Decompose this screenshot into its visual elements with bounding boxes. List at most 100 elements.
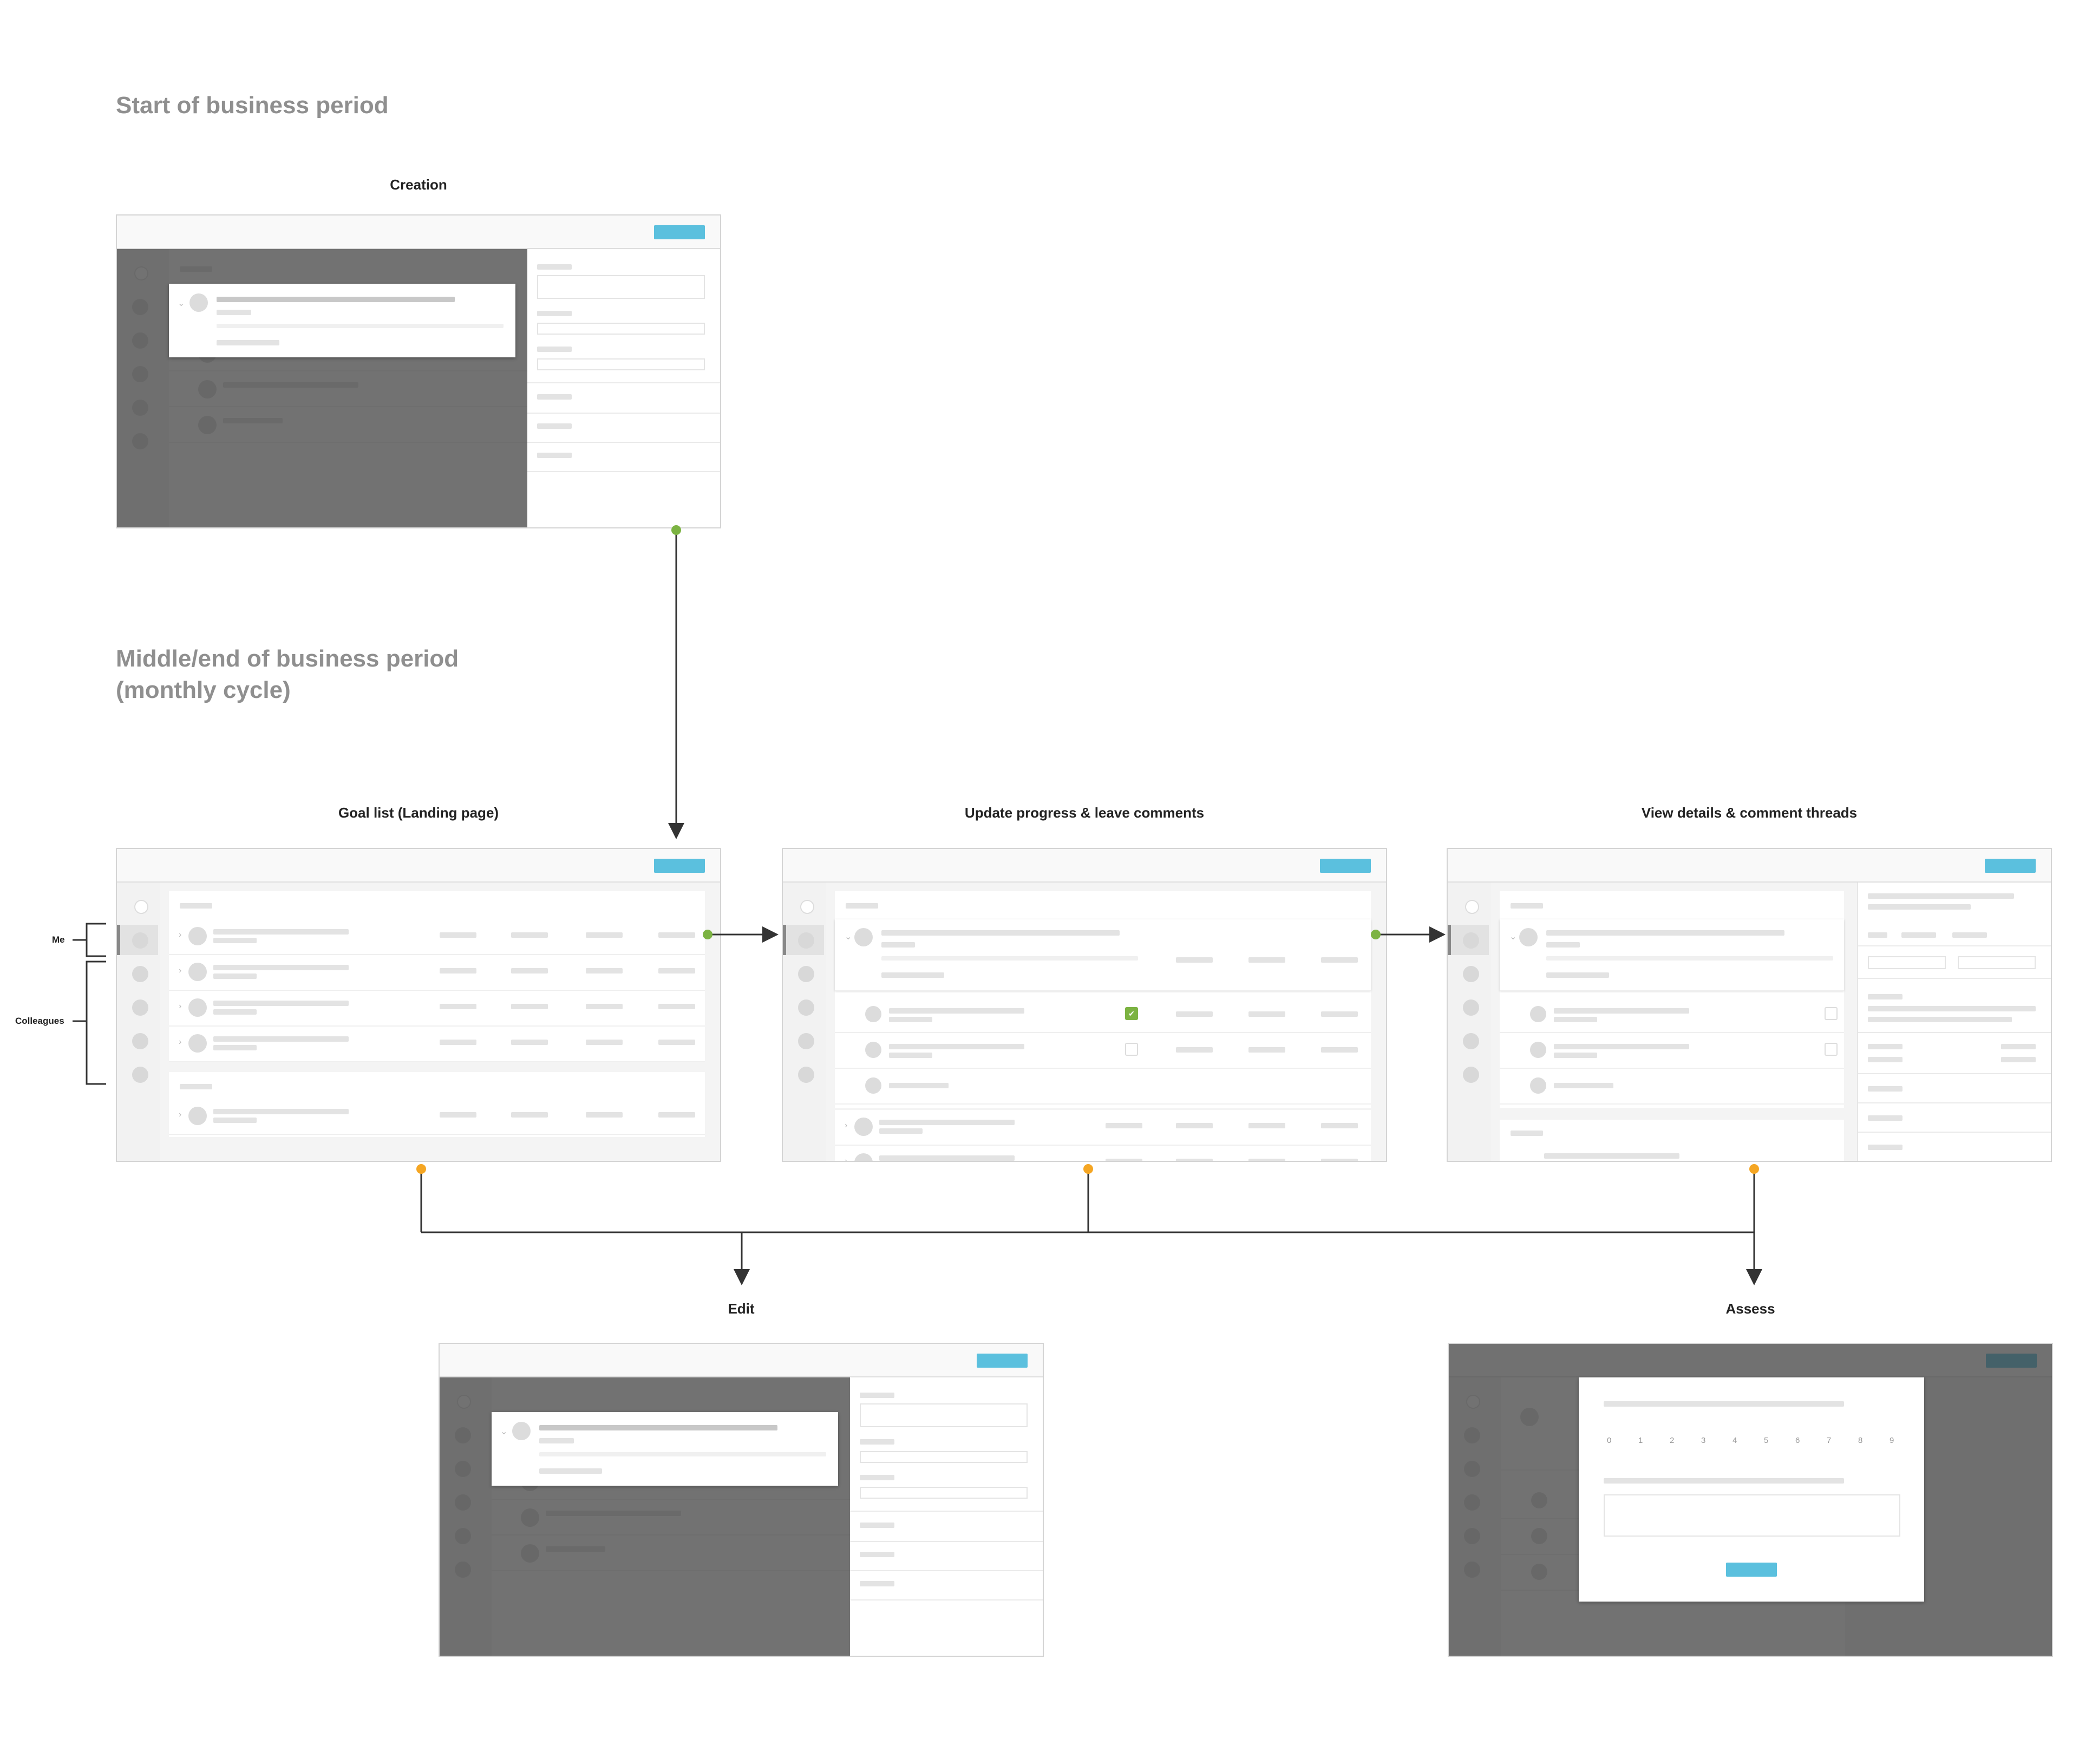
divider [527,413,720,414]
goal-row[interactable]: › [835,1146,1371,1161]
goal-row-expanded[interactable]: ⌄ [835,919,1371,991]
rating-option[interactable]: 2 [1670,1436,1675,1445]
nav-item[interactable] [132,999,148,1016]
bracket-me [73,923,106,957]
nav-item[interactable] [1463,932,1479,949]
detail-field[interactable] [1868,956,1946,969]
top-bar [783,849,1386,883]
rating-option[interactable]: 1 [1638,1436,1643,1445]
nav-item[interactable] [132,932,148,949]
rating-option[interactable]: 8 [1858,1436,1863,1445]
submit-button[interactable] [1726,1563,1777,1577]
primary-button[interactable] [654,859,705,873]
rating-option[interactable]: 5 [1764,1436,1769,1445]
col [658,932,695,938]
avatar [865,1077,881,1094]
goal-row[interactable]: › [169,955,705,991]
text-field[interactable] [860,1451,1028,1463]
goal-subtitle [539,1438,574,1443]
goal-row-me[interactable]: › [169,919,705,955]
nav-item[interactable] [798,1067,814,1083]
row-title [213,1109,349,1114]
left-nav [1448,883,1491,1161]
primary-button[interactable] [654,225,705,239]
checkbox[interactable] [1825,1043,1838,1056]
goal-row[interactable]: › [169,1099,705,1135]
title-field[interactable] [537,275,705,299]
divider [1858,1102,2051,1103]
divider [850,1541,1043,1542]
comment-line [1868,1086,1903,1092]
nav-item[interactable] [1463,999,1479,1016]
nav-item[interactable] [798,966,814,982]
panel-item [537,394,572,400]
text-field[interactable] [860,1487,1028,1499]
col [1176,1047,1213,1053]
chevron-right-icon: › [179,1037,182,1047]
avatar [1530,1006,1546,1022]
nav-item[interactable] [1463,1067,1479,1083]
subgoal-row[interactable] [1500,1033,1844,1069]
subgoal-row[interactable] [835,1033,1371,1069]
goal-row[interactable]: › [169,1027,705,1062]
primary-button[interactable] [1320,859,1371,873]
detail-tab[interactable] [1952,932,1987,938]
row-sub [1554,1053,1597,1058]
top-bar [117,849,720,883]
row-title [1554,1044,1689,1049]
nav-item[interactable] [798,999,814,1016]
subgoal-row[interactable] [835,1069,1371,1105]
row-meta [1546,972,1609,978]
nav-item[interactable] [1463,966,1479,982]
primary-button[interactable] [1985,859,2036,873]
goal-row-expanded[interactable]: ⌄ [1500,919,1844,991]
progress [440,932,476,938]
detail-tab[interactable] [1901,932,1936,938]
detail-field[interactable] [1958,956,2036,969]
avatar [512,1422,531,1440]
field-label [860,1439,894,1445]
subgoal-row[interactable] [1500,997,1844,1033]
list-header [846,903,878,909]
rating-option[interactable]: 9 [1890,1436,1894,1445]
nav-item[interactable] [132,1033,148,1049]
nav-item[interactable] [798,1033,814,1049]
row-title [1554,1083,1613,1088]
text-field[interactable] [537,323,705,335]
nav-item[interactable] [798,932,814,949]
progress-bar[interactable] [881,956,1138,961]
avatar [188,998,207,1017]
goal-row[interactable]: › [835,1110,1371,1146]
rating-option[interactable]: 6 [1795,1436,1800,1445]
checkbox[interactable] [1125,1043,1138,1056]
avatar [854,928,873,946]
progress [440,1040,476,1045]
subgoal-row[interactable]: ✔ [835,997,1371,1033]
rating-option[interactable]: 4 [1732,1436,1737,1445]
row-title [889,1008,1024,1014]
checkbox[interactable] [1825,1007,1838,1020]
detail-tab[interactable] [1868,932,1887,938]
subgoal-row[interactable] [1500,1069,1844,1105]
nav-item[interactable] [1463,1033,1479,1049]
nav-item[interactable] [132,1067,148,1083]
rating-option[interactable]: 0 [1607,1436,1612,1445]
rating-option[interactable]: 7 [1827,1436,1832,1445]
comment-textarea[interactable] [1604,1494,1900,1537]
primary-button[interactable] [977,1354,1028,1368]
assess-dialog: 0 1 2 3 4 5 6 7 8 9 [1579,1377,1924,1602]
goal-row[interactable]: › [169,991,705,1027]
nav-item[interactable] [132,966,148,982]
title-field[interactable] [860,1403,1028,1427]
col [658,1004,695,1009]
check-icon[interactable]: ✔ [1125,1007,1138,1020]
rating-option[interactable]: 3 [1701,1436,1706,1445]
text-field[interactable] [537,358,705,370]
col [1176,1159,1213,1161]
field-label [537,264,572,270]
comment-line [2001,1044,2036,1049]
dialog-title [1604,1401,1844,1407]
progress-bar[interactable] [1546,956,1833,961]
goal-edit-card: ⌄ [492,1412,838,1486]
avatar [1519,928,1538,946]
